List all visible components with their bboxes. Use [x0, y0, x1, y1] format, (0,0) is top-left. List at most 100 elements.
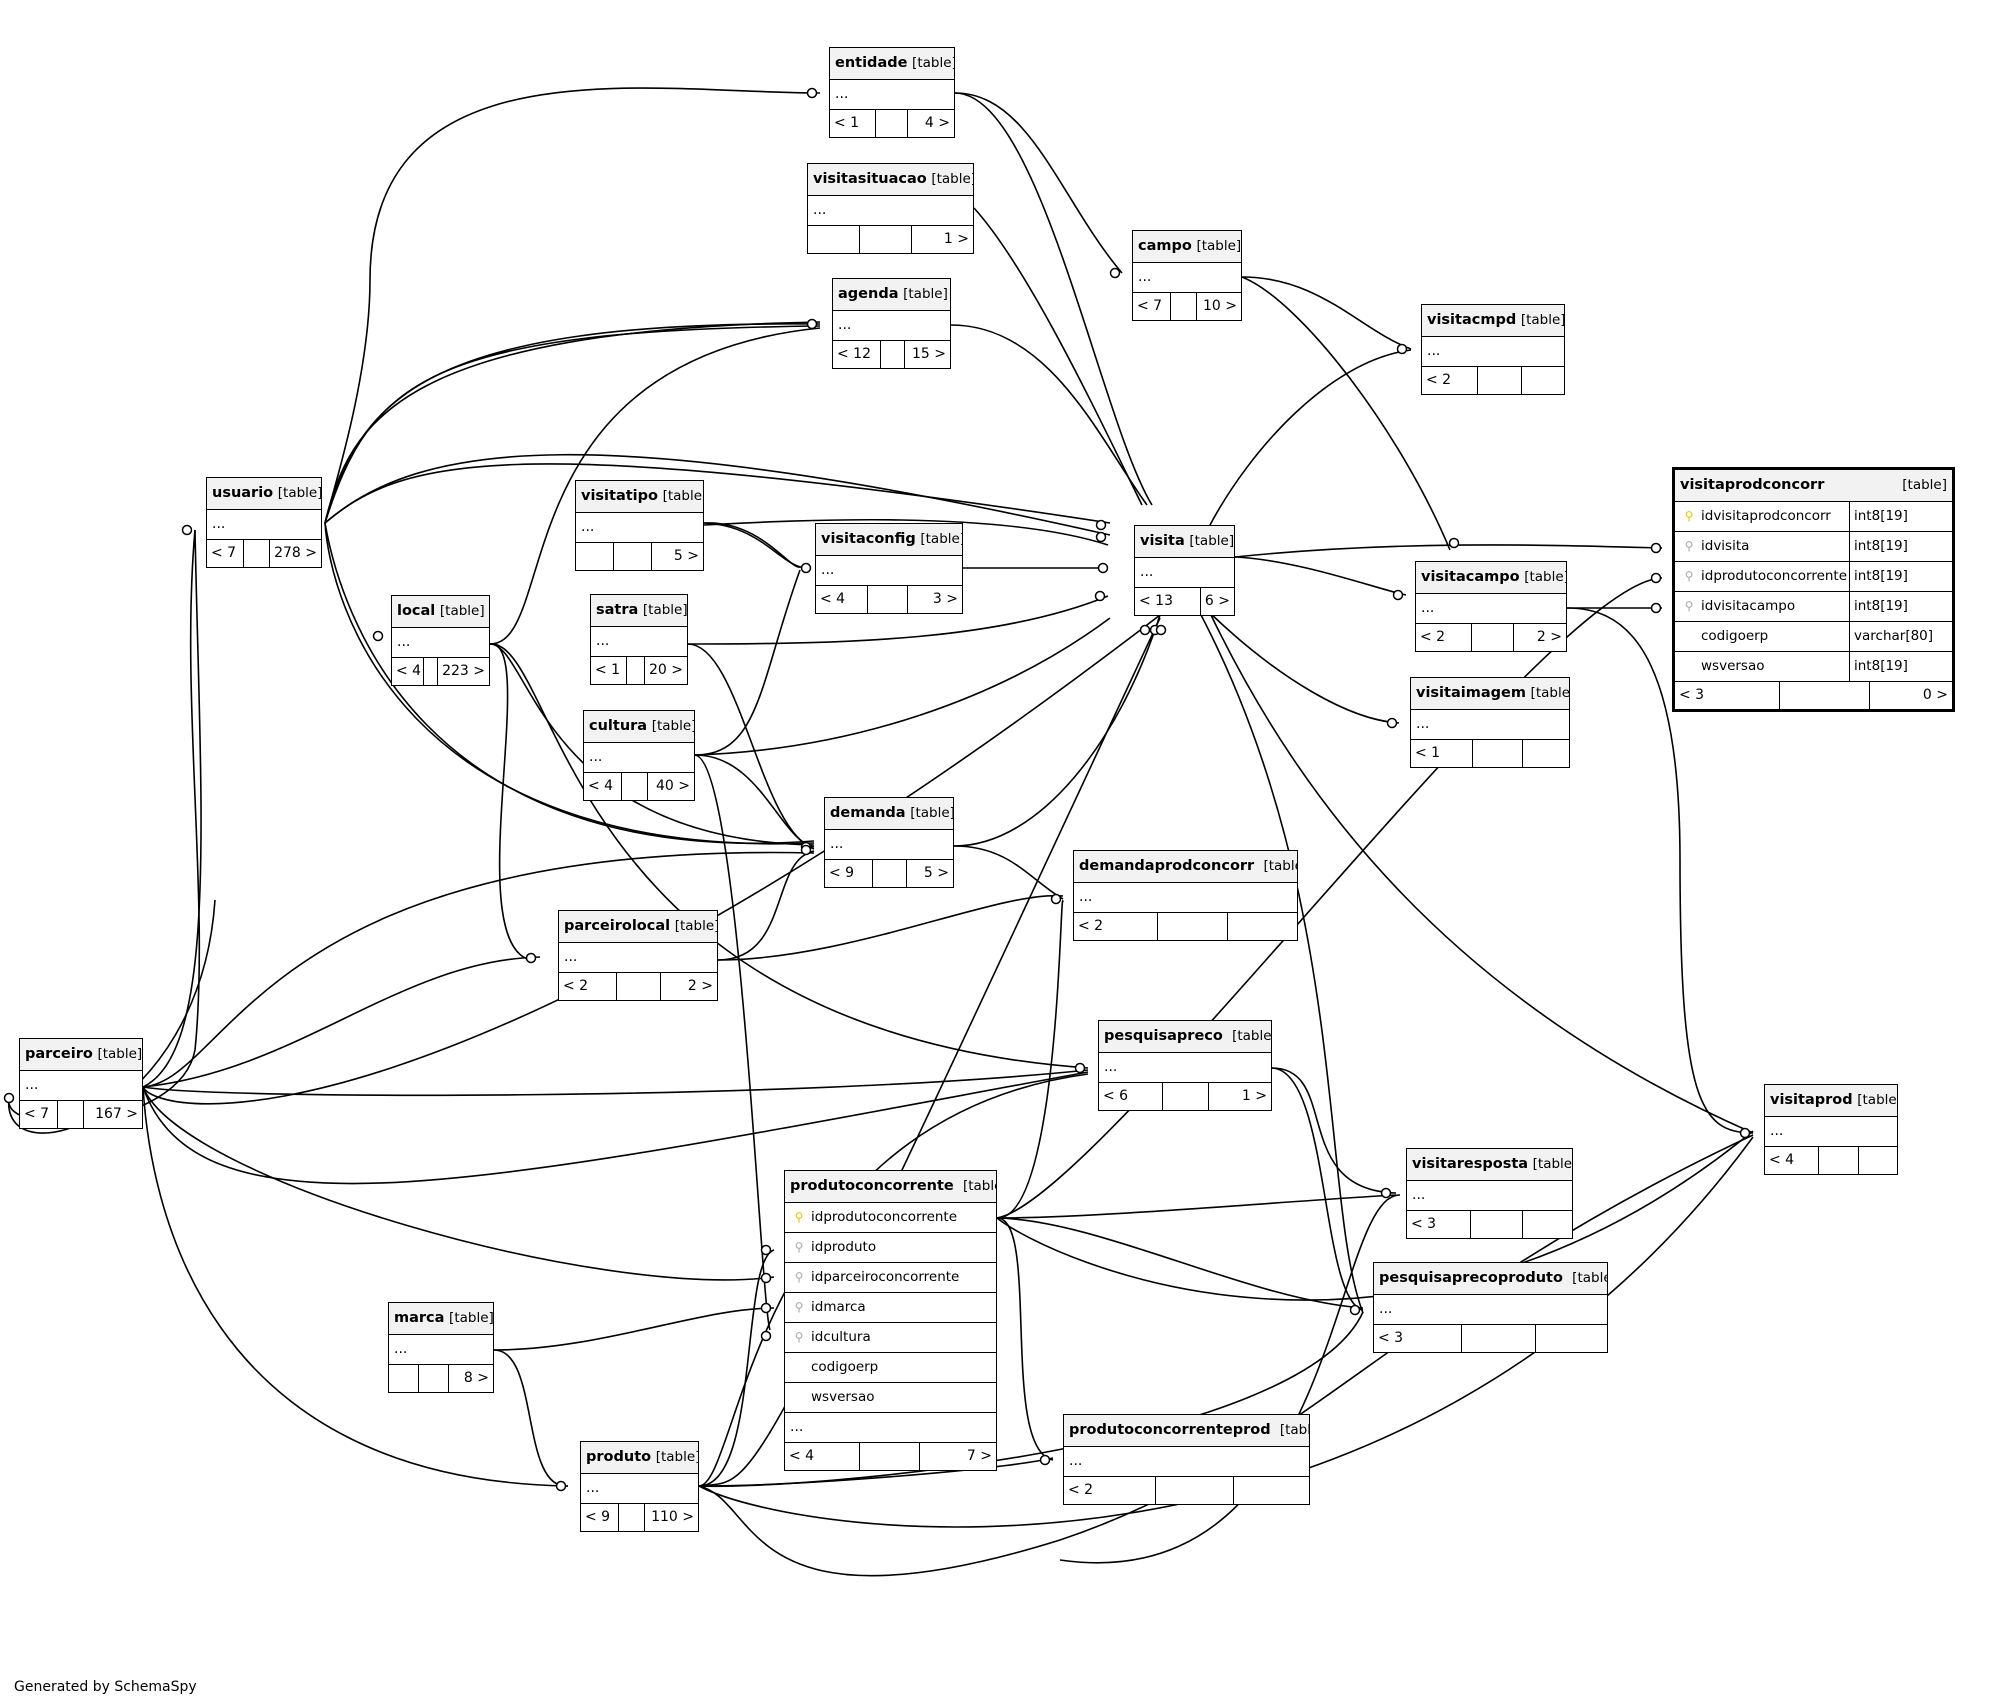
primary-key-icon: ⚲: [794, 1210, 804, 1224]
optional-marker: [800, 844, 812, 856]
relationship-line: [698, 1249, 775, 1487]
optional-marker: [1095, 531, 1107, 543]
table-type: [table]: [912, 55, 954, 71]
table-visitaresposta[interactable]: visitaresposta [table] ... < 3: [1406, 1148, 1573, 1239]
column-row[interactable]: ⚲codigoerp: [785, 1353, 996, 1383]
table-stats: 1 >: [808, 226, 973, 253]
table-visitaprodconcorr[interactable]: visitaprodconcorr[table] ⚲idvisitaprodco…: [1672, 467, 1955, 712]
column-row[interactable]: ⚲idprodutoconcorrente: [785, 1203, 996, 1233]
table-visitacmpd[interactable]: visitacmpd [table] ... < 2: [1421, 304, 1565, 395]
table-ellipsis: ...: [1374, 1295, 1607, 1325]
table-produtoconcorrenteprod[interactable]: produtoconcorrenteprod [table] ... < 2: [1063, 1414, 1310, 1505]
optional-marker: [1095, 519, 1107, 531]
relationship-line: [489, 643, 1089, 1069]
table-name: produto: [586, 1449, 652, 1465]
optional-marker: [1650, 542, 1662, 554]
table-produtoconcorrente[interactable]: produtoconcorrente [table] ⚲idprodutocon…: [784, 1170, 997, 1471]
relationship-line: [142, 1071, 1089, 1185]
table-visitaimagem[interactable]: visitaimagem [table] ... < 1: [1410, 677, 1570, 768]
table-stats: < 4: [1765, 1147, 1897, 1174]
table-type: [table]: [651, 718, 694, 734]
table-visitatipo[interactable]: visitatipo [table] ... 5 >: [575, 480, 704, 571]
table-stats: < 2: [1074, 913, 1297, 940]
column-row[interactable]: ⚲idparceiroconcorrente: [785, 1263, 996, 1293]
table-stats: < 2: [1422, 367, 1564, 394]
relationship-line: [698, 1311, 1364, 1488]
table-name: pesquisaprecoproduto: [1379, 1270, 1563, 1286]
relationship-line: [694, 754, 771, 1331]
table-ellipsis: ...: [825, 830, 953, 860]
relationship-line: [717, 894, 1064, 961]
table-type: [table]: [1530, 685, 1569, 701]
foreign-key-icon: ⚲: [1684, 569, 1694, 583]
table-ellipsis: ...: [785, 1413, 996, 1443]
table-demandaprodconcorr[interactable]: demandaprodconcorr [table] ... < 2: [1073, 850, 1298, 941]
table-type: [table]: [1196, 238, 1241, 254]
table-ellipsis: ...: [581, 1474, 698, 1504]
table-stats: < 3: [1407, 1211, 1572, 1238]
table-name: demanda: [830, 805, 906, 821]
foreign-key-icon: ⚲: [1684, 599, 1694, 613]
table-name: pesquisapreco: [1104, 1028, 1223, 1044]
table-stats: 8 >: [389, 1365, 493, 1392]
table-name: visitacampo: [1421, 569, 1520, 585]
relationship-line: [142, 529, 202, 1088]
relationship-line: [1271, 1067, 1364, 1311]
table-name: visitaconfig: [821, 531, 916, 547]
table-type: [table]: [1279, 1422, 1309, 1438]
table-visitaprod[interactable]: visitaprod [table] ... < 4: [1764, 1084, 1898, 1175]
table-ellipsis: ...: [1407, 1181, 1572, 1211]
column-row[interactable]: ⚲wsversao: [785, 1383, 996, 1413]
relationship-line: [324, 325, 821, 524]
table-ellipsis: ...: [591, 627, 687, 657]
column-row[interactable]: ⚲idproduto: [785, 1233, 996, 1263]
column-row[interactable]: ⚲idcultura: [785, 1323, 996, 1353]
table-marca[interactable]: marca [table] ... 8 >: [388, 1302, 494, 1393]
optional-marker: [1039, 1454, 1051, 1466]
table-ellipsis: ...: [1416, 594, 1566, 624]
table-stats: < 3: [1374, 1325, 1607, 1352]
relationship-line: [996, 1217, 1054, 1461]
optional-marker: [806, 87, 818, 99]
table-pesquisaprecoproduto[interactable]: pesquisaprecoproduto [table] ... < 3: [1373, 1262, 1608, 1353]
table-ellipsis: ...: [1135, 558, 1234, 588]
relationship-line: [996, 900, 1064, 1219]
optional-marker: [760, 1272, 772, 1284]
relationship-line: [489, 327, 821, 645]
table-type: [table]: [1572, 1270, 1607, 1286]
table-visitasituacao[interactable]: visitasituacao [table] ... 1 >: [807, 163, 974, 254]
optional-marker: [1109, 267, 1121, 279]
relationship-line: [1241, 276, 1451, 551]
table-name: entidade: [835, 55, 908, 71]
table-pesquisapreco[interactable]: pesquisapreco [table] ... < 61 >: [1098, 1020, 1272, 1111]
column-row[interactable]: ⚲idmarca: [785, 1293, 996, 1323]
relationship-line: [324, 522, 815, 844]
relationship-line: [717, 850, 815, 961]
table-name: local: [397, 603, 436, 619]
